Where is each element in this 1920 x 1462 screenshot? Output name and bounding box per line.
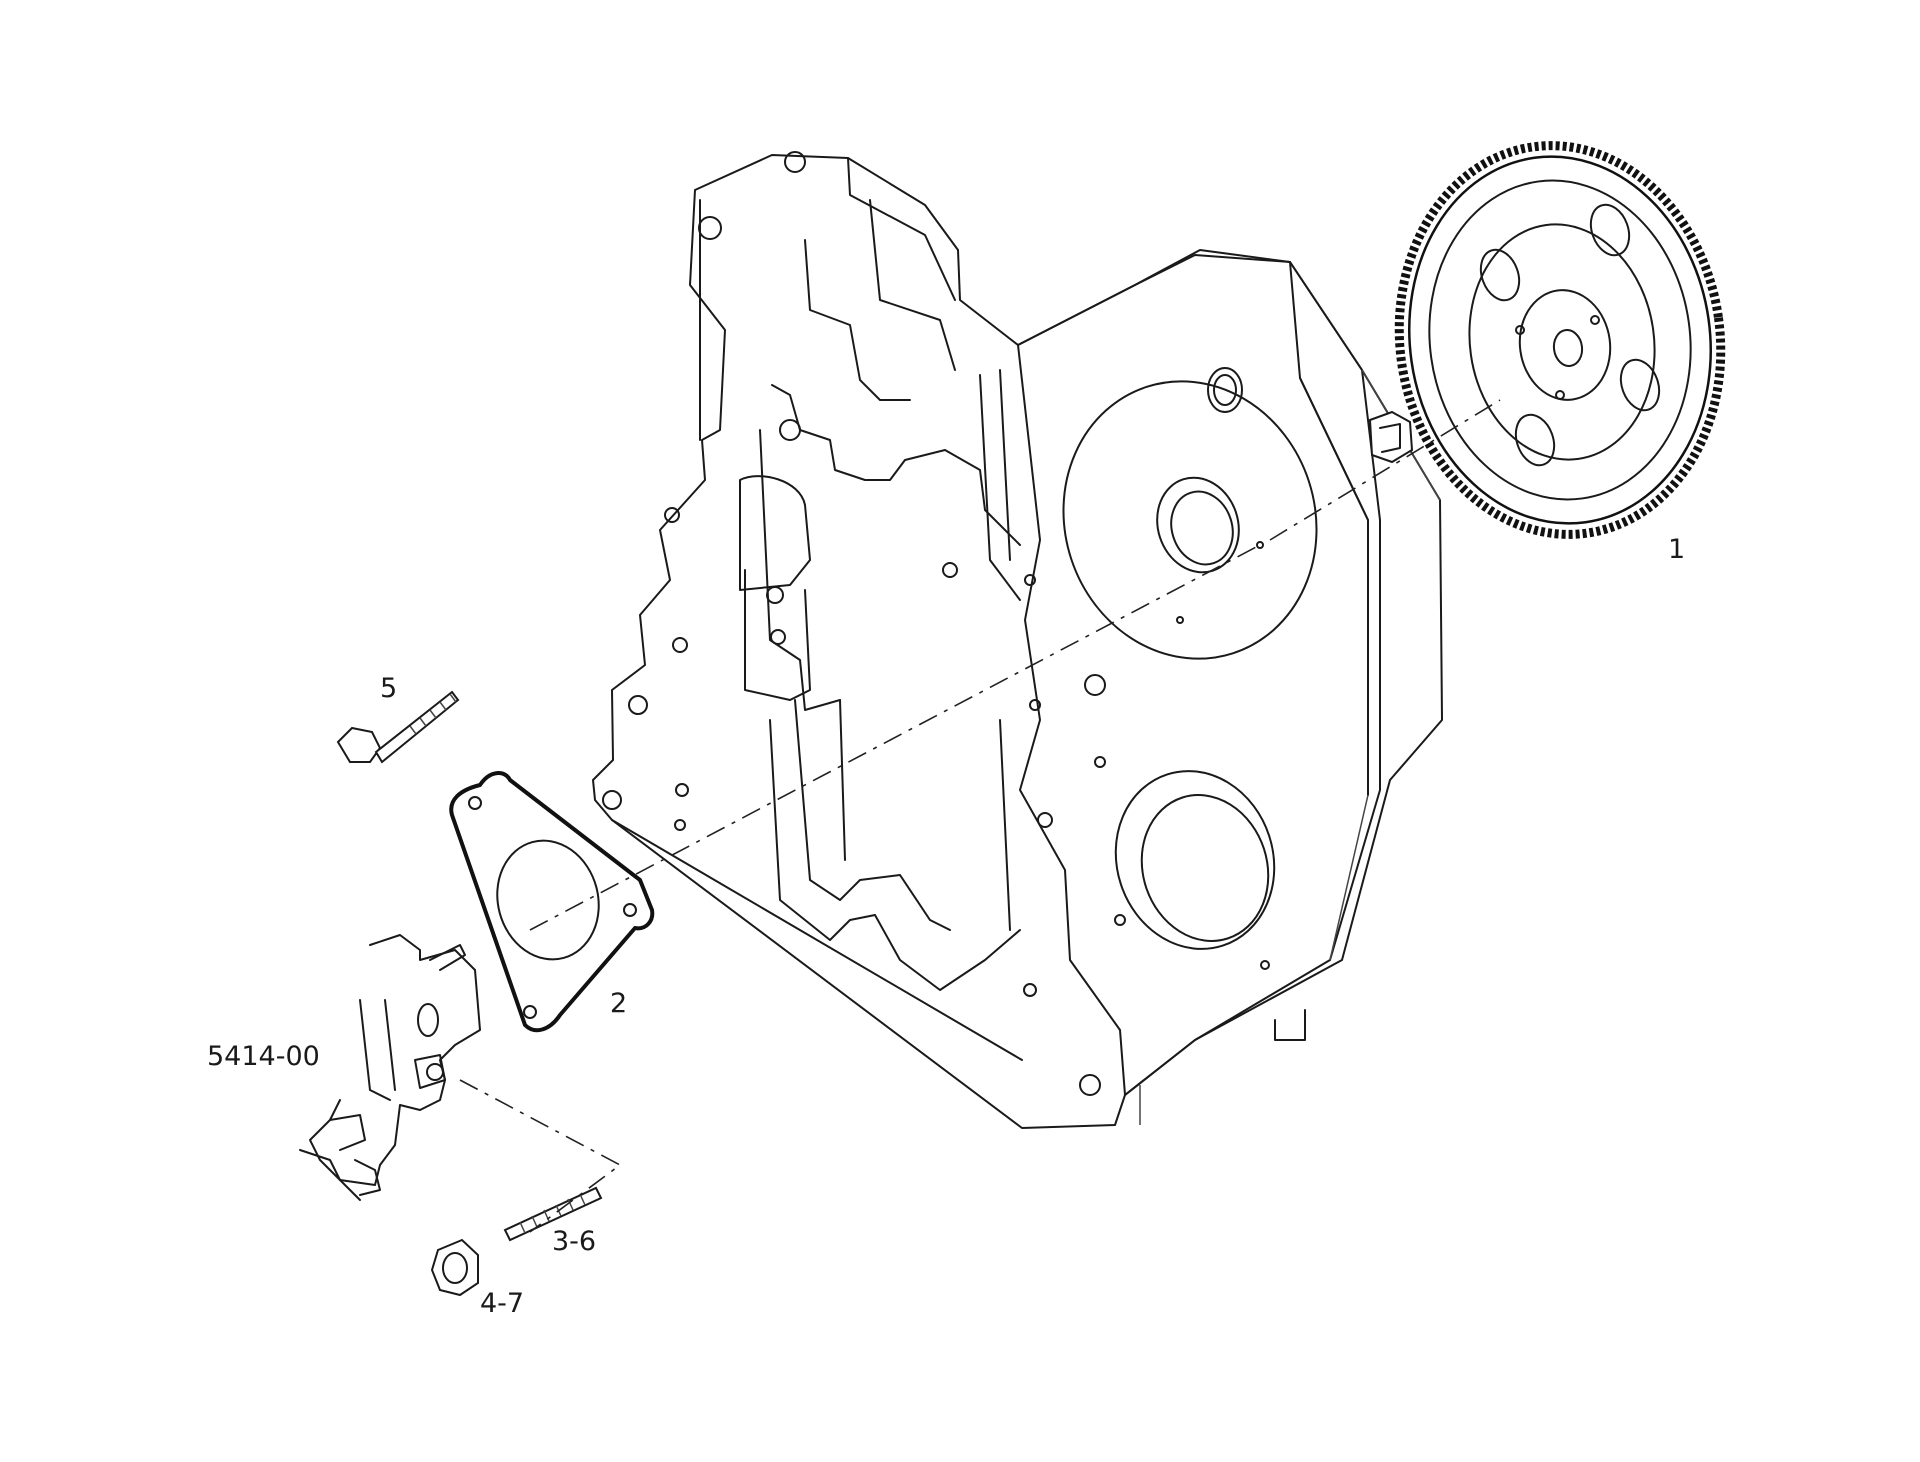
stud bbox=[503, 1186, 603, 1242]
callout-pump-reference: 5414-00 bbox=[207, 1041, 320, 1072]
nut bbox=[430, 1238, 479, 1297]
bolt bbox=[336, 690, 460, 764]
callout-nut: 4-7 bbox=[480, 1288, 525, 1319]
gear-housing bbox=[592, 151, 1443, 1129]
callout-gasket: 2 bbox=[610, 988, 628, 1019]
injection-pump bbox=[299, 934, 481, 1201]
center-lines bbox=[459, 399, 1501, 1233]
callout-bolt: 5 bbox=[380, 673, 398, 704]
gear bbox=[1368, 141, 1726, 539]
callout-gear: 1 bbox=[1668, 534, 1686, 565]
callout-stud: 3-6 bbox=[552, 1226, 597, 1257]
gasket bbox=[449, 771, 655, 1033]
